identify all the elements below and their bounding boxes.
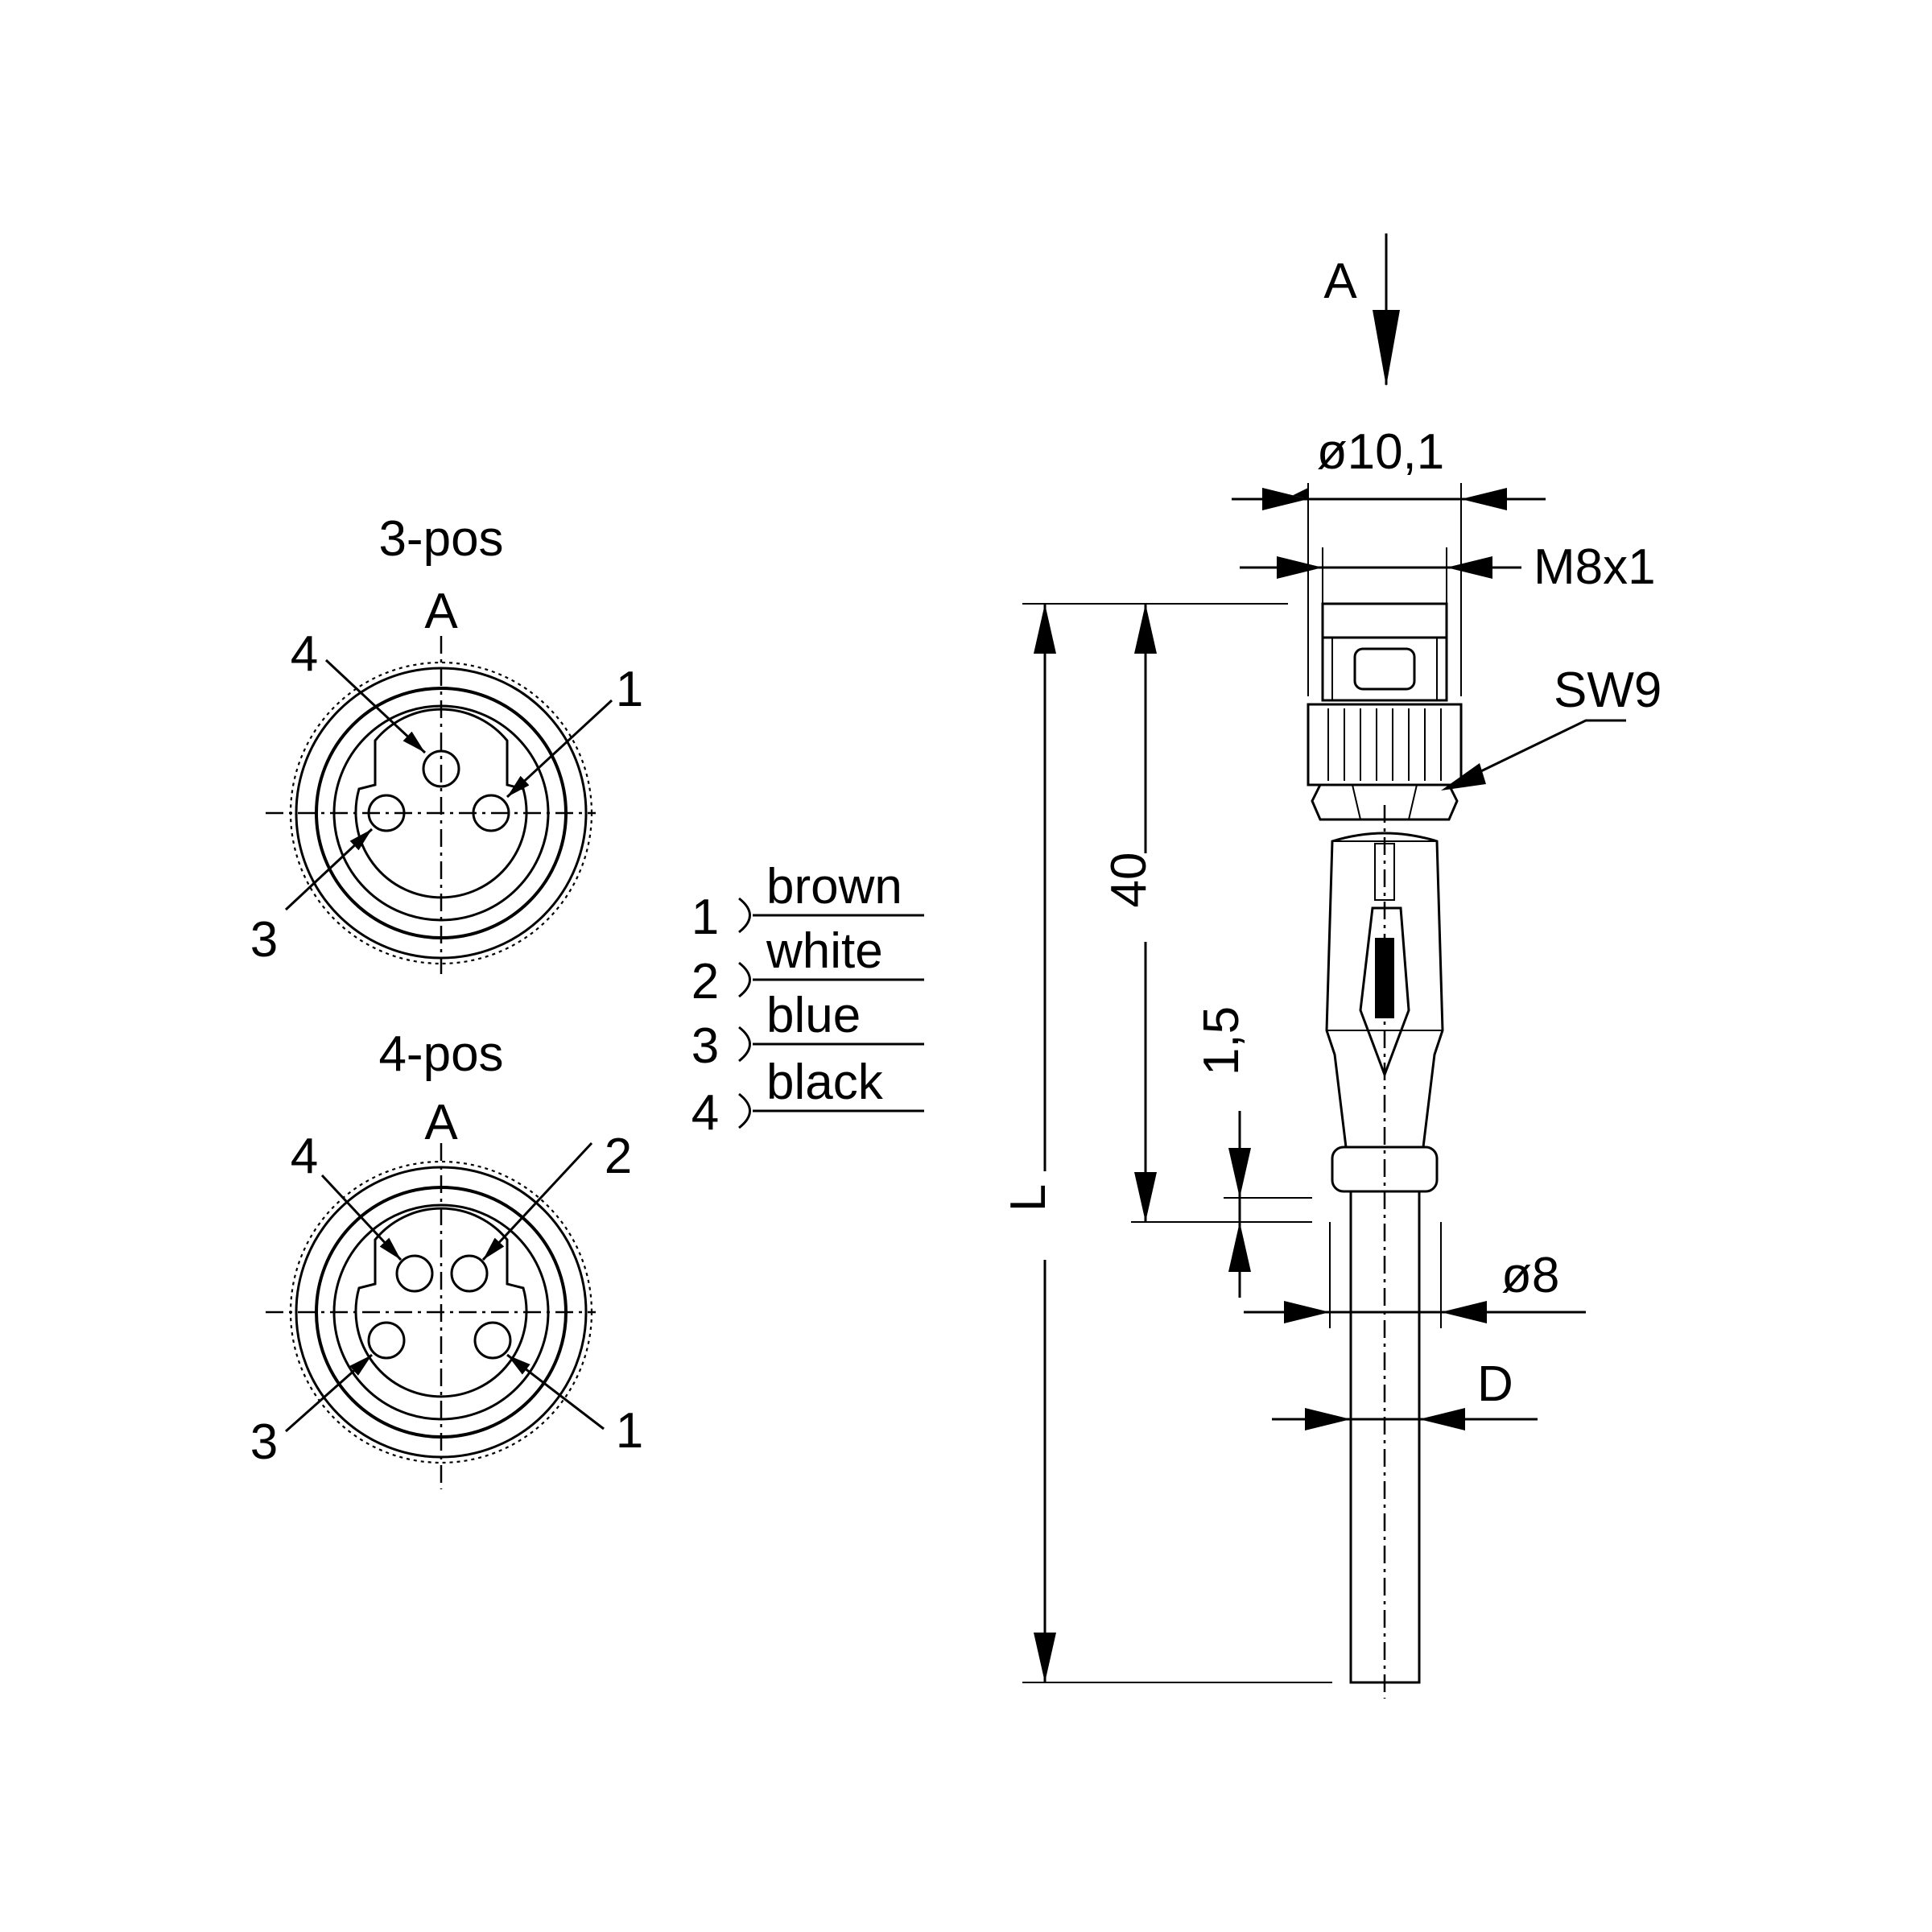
side-view: A ø10,1 M8x1 xyxy=(1001,233,1662,1699)
hex-nut-face xyxy=(1353,647,1416,691)
wire-bracket xyxy=(738,961,751,998)
wire-color-label: black xyxy=(766,1055,884,1110)
pin-label-3pos-4: 4 xyxy=(291,626,318,682)
dim-nut-diameter: ø10,1 xyxy=(1317,424,1445,480)
dim-thread-arrow-right-head xyxy=(1447,556,1492,579)
wire-legend: 1 brown 2 white 3 blue 4 black xyxy=(691,859,924,1141)
leader-4pos-2 xyxy=(481,1141,593,1261)
view-arrow-head xyxy=(1373,310,1400,386)
coupling-knurl xyxy=(1327,708,1442,781)
wire-row-1: 1 brown xyxy=(691,859,924,945)
dim-1-5-arrow-top xyxy=(1228,1148,1251,1198)
wire-color-label: white xyxy=(766,923,883,979)
dim-1-5-arrow-bottom xyxy=(1228,1222,1251,1272)
leader-4pos-4 xyxy=(320,1174,402,1261)
front-view-3pos: 3-pos A 4 1 3 xyxy=(250,511,643,974)
leader-4pos-3 xyxy=(285,1353,373,1433)
connector-cap xyxy=(1321,602,1448,639)
pin-3pos-1 xyxy=(472,794,510,832)
pin-label-3pos-1: 1 xyxy=(616,662,643,717)
wire-color-label: blue xyxy=(766,988,861,1043)
marking-label xyxy=(1359,906,1410,1079)
dim-nut-arrow-left-head xyxy=(1262,488,1308,510)
leader-3pos-4 xyxy=(324,658,427,754)
dim-l-gap xyxy=(1027,1171,1063,1260)
wire-number: 4 xyxy=(691,1085,719,1141)
pin-label-4pos-2: 2 xyxy=(605,1129,632,1184)
wire-row-3: 3 blue xyxy=(691,988,924,1074)
wire-number: 3 xyxy=(691,1018,719,1074)
pin-4pos-1 xyxy=(473,1321,512,1360)
leader-sw9-head xyxy=(1441,763,1486,791)
pin-4pos-3 xyxy=(367,1321,406,1360)
wire-row-4: 4 black xyxy=(691,1055,924,1141)
pin-3pos-4 xyxy=(422,749,460,788)
view-arrow-label: A xyxy=(1323,254,1357,309)
coding-ring-3pos xyxy=(354,708,528,899)
hex-sw9-edge xyxy=(1352,784,1361,820)
hex-sw9-edge xyxy=(1408,784,1418,820)
wire-number: 1 xyxy=(691,890,719,945)
dim-40-gap xyxy=(1125,853,1166,942)
dim-d-arrow-right-head xyxy=(1419,1408,1465,1430)
leader-sw9 xyxy=(1460,719,1626,782)
dim-l-arrow-bottom xyxy=(1034,1633,1056,1682)
hex-nut xyxy=(1321,636,1448,702)
pin-label-4pos-4: 4 xyxy=(291,1129,318,1184)
dim-d8-arrow-right-head xyxy=(1441,1301,1487,1323)
pin-4pos-2 xyxy=(450,1254,489,1293)
wire-number: 2 xyxy=(691,954,719,1009)
dim-40-arrow-top xyxy=(1134,604,1157,654)
dim-d-arrow-left-head xyxy=(1305,1408,1351,1430)
dim-1-5: 1,5 xyxy=(1194,1006,1249,1075)
pin-4pos-4 xyxy=(395,1254,434,1293)
dim-cable-diameter: ø8 xyxy=(1501,1248,1559,1303)
wire-row-2: 2 white xyxy=(691,923,924,1009)
dim-cable: D xyxy=(1477,1356,1513,1412)
pin-label-3pos-3: 3 xyxy=(250,912,278,968)
coupling-ring xyxy=(1307,703,1463,786)
view-4pos-letter: A xyxy=(424,1095,458,1150)
dim-length-40: 40 xyxy=(1101,852,1157,908)
pin-3pos-3 xyxy=(367,794,406,832)
wire-bracket xyxy=(738,1092,751,1129)
dim-thread: M8x1 xyxy=(1534,539,1656,595)
leader-3pos-3 xyxy=(284,828,374,911)
pin-label-4pos-1: 1 xyxy=(616,1403,643,1459)
leader-3pos-1 xyxy=(506,699,613,799)
dim-l-arrow-top xyxy=(1034,604,1056,654)
dim-nut-arrow-right-head xyxy=(1461,488,1507,510)
wire-bracket xyxy=(738,897,751,934)
view-3pos-letter: A xyxy=(424,584,458,639)
wire-color-label: brown xyxy=(766,859,902,914)
dim-d8-arrow-left-head xyxy=(1284,1301,1330,1323)
wire-bracket xyxy=(738,1026,751,1063)
coding-ring-4pos xyxy=(354,1207,528,1398)
dim-thread-arrow-left-head xyxy=(1277,556,1323,579)
dim-wrench: SW9 xyxy=(1554,663,1662,718)
dim-total-length: L xyxy=(1001,1184,1056,1212)
pin-label-4pos-3: 3 xyxy=(250,1414,278,1470)
view-3pos-title: 3-pos xyxy=(378,511,503,567)
leader-4pos-1 xyxy=(506,1353,605,1430)
view-4pos-title: 4-pos xyxy=(378,1026,503,1082)
dim-40-arrow-bottom xyxy=(1134,1172,1157,1222)
front-view-4pos: 4-pos A 4 2 3 1 xyxy=(250,1026,643,1489)
